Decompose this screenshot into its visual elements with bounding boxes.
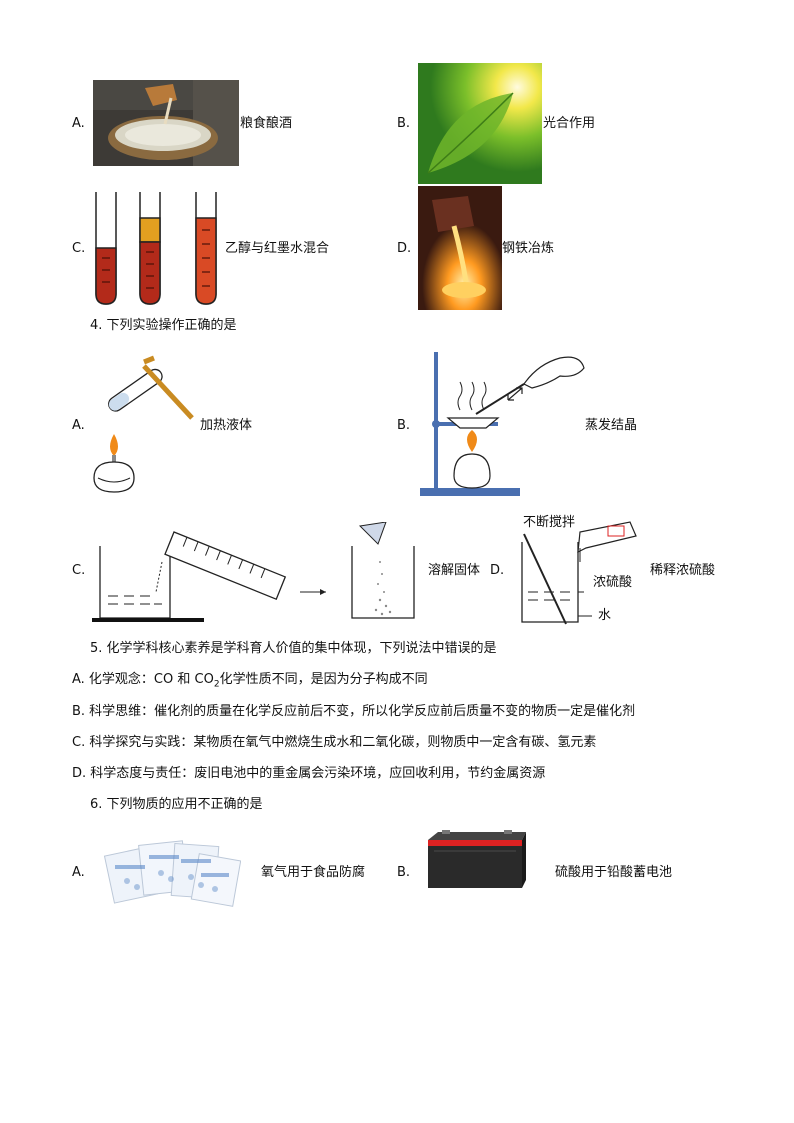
- evaporation-crystallization-diagram: [420, 348, 590, 500]
- water-label: 水: [598, 608, 612, 623]
- q5-option-a: A. 化学观念：CO 和 CO2化学性质不同，是因为分子构成不同: [72, 672, 428, 690]
- question-6-stem: 6. 下列物质的应用不正确的是: [90, 797, 263, 812]
- dissolving-solid-diagram: [90, 522, 430, 626]
- option-letter-c: C.: [72, 241, 86, 256]
- option-letter-a: A.: [72, 116, 85, 131]
- question-4-stem: 4. 下列实验操作正确的是: [90, 318, 237, 333]
- q4-label-a: 加热液体: [200, 418, 253, 433]
- option-letter-d: D.: [397, 241, 412, 256]
- q6-label-b: 硫酸用于铅酸蓄电池: [555, 865, 673, 880]
- q4-letter-a: A.: [72, 418, 85, 433]
- q6-letter-b: B.: [397, 865, 411, 880]
- q4-label-c: 溶解固体: [428, 563, 481, 578]
- steel-smelting-photo: [418, 186, 502, 310]
- option-letter-b: B.: [397, 116, 411, 131]
- option-label-d: 钢铁冶炼: [502, 241, 555, 256]
- q6-letter-a: A.: [72, 865, 85, 880]
- question-5-stem: 5. 化学学科核心素养是学科育人价值的集中体现，下列说法中错误的是: [90, 641, 497, 656]
- option-label-a: 粮食酿酒: [240, 116, 293, 131]
- photosynthesis-photo: [418, 63, 542, 184]
- heating-liquid-diagram: [88, 338, 200, 498]
- q4-label-b: 蒸发结晶: [585, 418, 638, 433]
- q4-letter-b: B.: [397, 418, 411, 433]
- q4-letter-d: D.: [490, 563, 505, 578]
- q4-label-d: 稀释浓硫酸: [650, 563, 716, 578]
- grain-wine-photo: [93, 80, 239, 166]
- acid-label: 浓硫酸: [593, 575, 633, 590]
- q6-label-a: 氧气用于食品防腐: [261, 865, 366, 880]
- q5-option-d: D. 科学态度与责任：废旧电池中的重金属会污染环境，应回收利用，节约金属资源: [72, 766, 546, 781]
- option-label-b: 光合作用: [543, 116, 596, 131]
- dilute-acid-diagram: [512, 512, 652, 628]
- q5-option-b: B. 科学思维：催化剂的质量在化学反应前后不变，所以化学反应前后质量不变的物质一…: [72, 704, 636, 719]
- q4-letter-c: C.: [72, 563, 86, 578]
- lead-acid-battery-photo: [424, 830, 526, 894]
- test-tubes-illustration: [92, 190, 222, 308]
- stir-label: 不断搅拌: [523, 515, 576, 530]
- desiccant-packets-photo: [103, 837, 241, 907]
- q5-option-c: C. 科学探究与实践：某物质在氧气中燃烧生成水和二氧化碳，则物质中一定含有碳、氢…: [72, 735, 597, 750]
- option-label-c: 乙醇与红墨水混合: [225, 241, 330, 256]
